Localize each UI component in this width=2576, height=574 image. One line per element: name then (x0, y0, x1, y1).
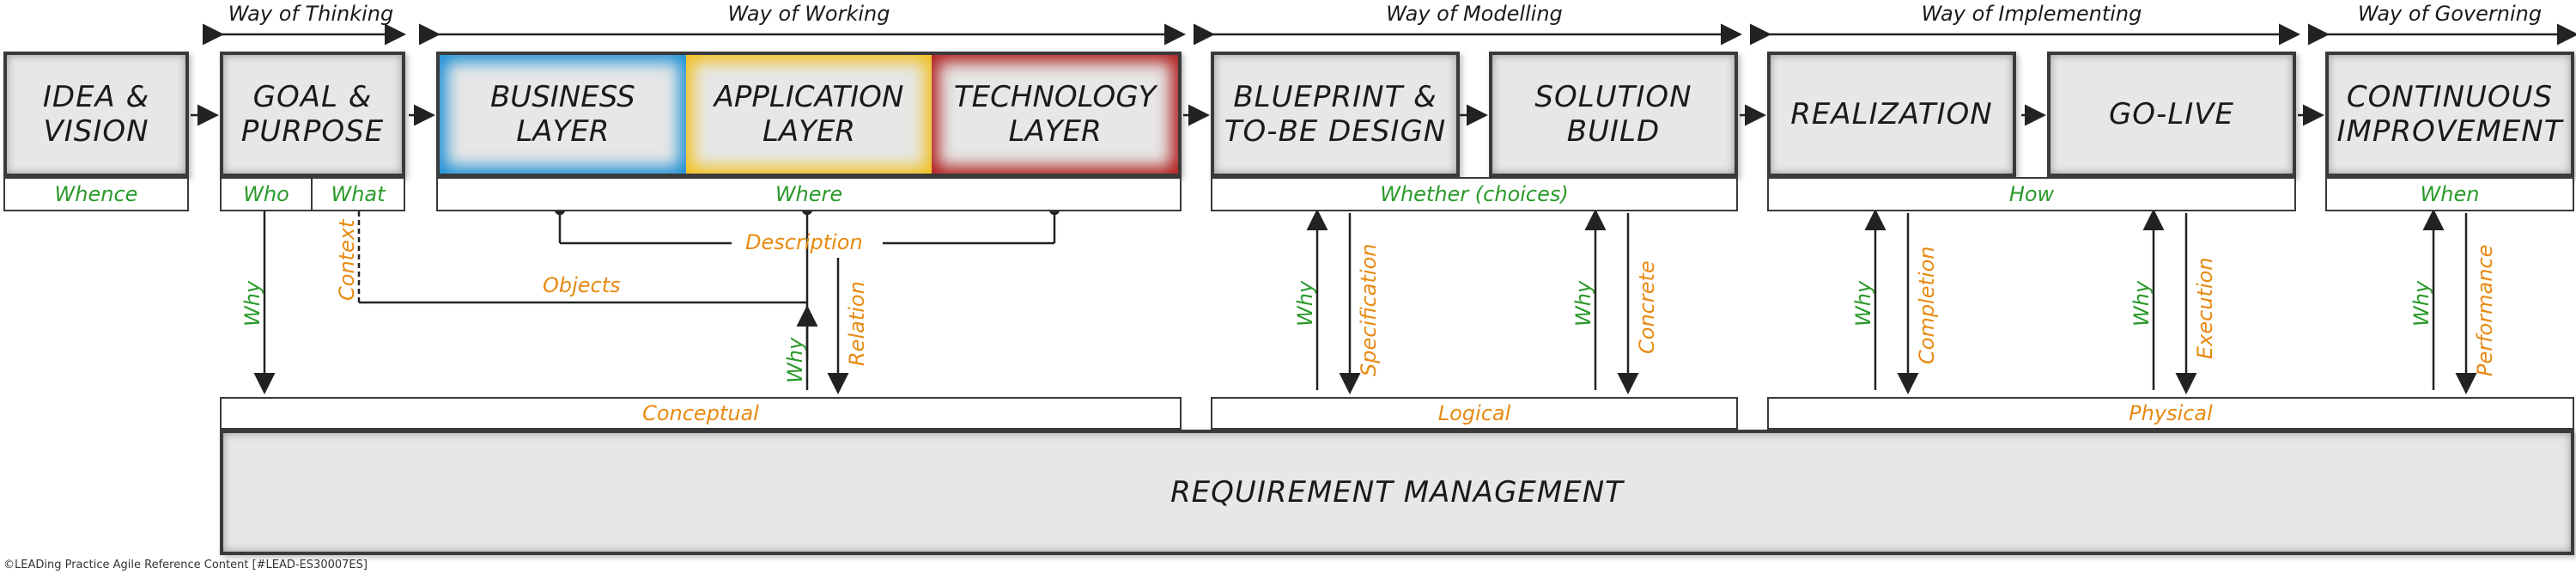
relation-label: Relation (845, 281, 869, 366)
technology-layer: TECHNOLOGY LAYER (932, 55, 1179, 174)
blueprint-design-box: BLUEPRINT & TO-BE DESIGN (1211, 52, 1460, 177)
context-label: Context (335, 219, 359, 301)
header-way-of-modelling: Way of Modelling (1386, 2, 1563, 26)
performance-label: Performance (2473, 244, 2497, 376)
why-label-continuous: Why (2409, 280, 2433, 327)
level-physical: Physical (1767, 397, 2574, 430)
solution-build-box: SOLUTION BUILD (1489, 52, 1738, 177)
question-whence: Whence (3, 177, 189, 211)
header-way-of-working: Way of Working (727, 2, 890, 26)
realization-box: REALIZATION (1767, 52, 2016, 177)
why-label-realization: Why (1851, 280, 1875, 327)
header-way-of-governing: Way of Governing (2357, 2, 2543, 26)
why-label-golive: Why (2129, 280, 2154, 327)
go-live-box: GO-LIVE (2047, 52, 2296, 177)
level-logical: Logical (1211, 397, 1738, 430)
specification-label: Specification (1357, 243, 1381, 376)
application-layer: APPLICATION LAYER (685, 55, 933, 174)
execution-label: Execution (2193, 257, 2217, 359)
question-when: When (2325, 177, 2574, 211)
why-label-blueprint: Why (1293, 280, 1317, 327)
description-label: Description (745, 230, 863, 254)
continuous-improvement-box: CONTINUOUS IMPROVEMENT (2325, 52, 2574, 177)
concrete-label: Concrete (1635, 260, 1659, 354)
question-what: What (311, 177, 405, 211)
why-label-who: Why (240, 280, 264, 327)
requirement-management-box: REQUIREMENT MANAGEMENT (220, 430, 2574, 555)
header-way-of-thinking: Way of Thinking (228, 2, 394, 26)
header-way-of-implementing: Way of Implementing (1921, 2, 2142, 26)
copyright-footer: ©LEADing Practice Agile Reference Conten… (3, 559, 368, 571)
why-label-solution: Why (1571, 280, 1595, 327)
question-who: Who (220, 177, 313, 211)
question-where: Where (436, 177, 1182, 211)
completion-label: Completion (1915, 246, 1939, 364)
objects-label: Objects (543, 273, 621, 297)
question-whether: Whether (choices) (1211, 177, 1738, 211)
goal-purpose-box: GOAL & PURPOSE (220, 52, 405, 177)
business-layer: BUSINESS LAYER (440, 55, 686, 174)
idea-vision-box: IDEA & VISION (3, 52, 189, 177)
architecture-layers-box: BUSINESS LAYER APPLICATION LAYER TECHNOL… (436, 52, 1182, 177)
level-conceptual: Conceptual (220, 397, 1182, 430)
question-how: How (1767, 177, 2296, 211)
why-label-where: Why (783, 337, 807, 383)
